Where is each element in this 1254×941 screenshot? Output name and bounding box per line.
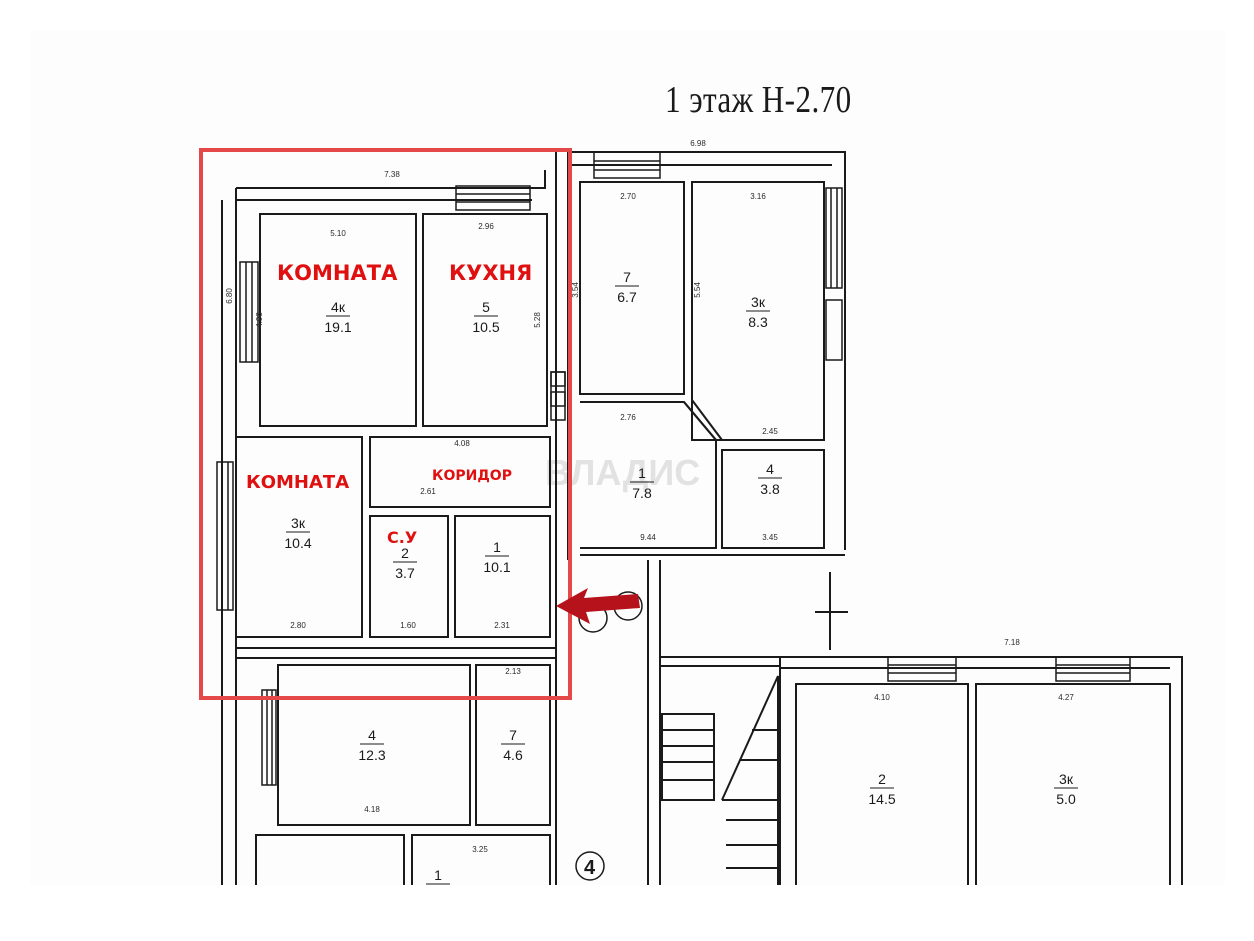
room-label-kitchen: КУХНЯ (449, 261, 532, 285)
walls-lower-right (779, 656, 1183, 885)
room-r2su: 23.7 (393, 545, 417, 581)
dimension-label: 3.54 (571, 282, 580, 298)
stairwell (647, 560, 848, 885)
room-r4k: 4к 19.1 (324, 299, 351, 335)
floor-title: 1 этаж Н-2.70 (665, 79, 852, 121)
room-label-komnata-bottom: КОМНАТА (246, 472, 349, 493)
dimension-label: 3.25 (472, 845, 488, 854)
room-r4b: 43.8 (758, 461, 782, 497)
dimension-label: 4.10 (874, 693, 890, 702)
room-r3kd: 3к5.0 (1054, 771, 1078, 807)
floor-plan-sheet: 1 этаж Н-2.70 ВЛАДИС (30, 30, 1225, 885)
room-number: 4 (766, 461, 774, 477)
room-area: 19.1 (324, 319, 351, 335)
room-number: 2 (401, 545, 409, 561)
room-label-corridor: КОРИДОР (432, 468, 512, 484)
room-area: 6.7 (617, 289, 637, 305)
dimension-label: 4.18 (364, 805, 380, 814)
room-number: 1 (434, 867, 442, 883)
dimension-label: 4.08 (454, 439, 470, 448)
dimension-label: 2.61 (420, 487, 436, 496)
room-area: 14.5 (868, 791, 895, 807)
room-r7c: 74.6 (501, 727, 525, 763)
dimension-label: 7.18 (1004, 638, 1020, 647)
dimension-label: 5.28 (533, 312, 542, 328)
room-r3kb: 3к8.3 (746, 294, 770, 330)
dimension-label: 5.54 (693, 282, 702, 298)
room-number: 3к (1059, 771, 1074, 787)
dimension-label: 7.38 (384, 170, 400, 179)
room-r5: 510.5 (472, 299, 499, 335)
dimension-label: 2.96 (478, 222, 494, 231)
entrance-markers (575, 591, 643, 881)
dimension-label: 6.80 (225, 288, 234, 304)
room-r1b: 17.8 (630, 465, 654, 501)
floor-plan: ВЛАДИС (199, 139, 1183, 885)
room-area: 4.6 (503, 747, 523, 763)
dimension-label: 1.60 (400, 621, 416, 630)
room-number: 4к (331, 299, 346, 315)
room-number: 3к (751, 294, 766, 310)
dimension-label: 2.70 (620, 192, 636, 201)
room-number: 1 (638, 465, 646, 481)
dimension-label: 3.16 (750, 192, 766, 201)
room-area: 3.8 (760, 481, 780, 497)
dimension-label: 2.13 (505, 667, 521, 676)
room-r4c: 412.3 (358, 727, 385, 763)
dimension-label: 5.10 (330, 229, 346, 238)
room-area: 8.3 (748, 314, 768, 330)
room-r1cor: 110.1 (483, 539, 510, 575)
room-label-komnata-top: КОМНАТА (277, 261, 398, 285)
marker-4: 4 (584, 857, 596, 879)
dimension-label: 2.31 (494, 621, 510, 630)
room-r3k: 3к 10.4 (284, 515, 311, 551)
dimension-label: 9.44 (640, 533, 656, 542)
room-area: 10.4 (284, 535, 311, 551)
room-area: 12.3 (358, 747, 385, 763)
room-label-bathroom: С.У (387, 528, 417, 547)
room-number: 2 (878, 771, 886, 787)
room-r7a: 76.7 (615, 269, 639, 305)
room-area: 10.1 (483, 559, 510, 575)
dimension-label: 2.45 (762, 427, 778, 436)
room-area: 7.8 (632, 485, 652, 501)
room-number: 5 (482, 299, 490, 315)
room-number: 7 (509, 727, 517, 743)
dimension-label: 2.76 (620, 413, 636, 422)
room-area: 10.5 (472, 319, 499, 335)
room-area: 5.0 (1056, 791, 1076, 807)
room-number: 7 (623, 269, 631, 285)
room-r2d: 214.5 (868, 771, 895, 807)
dimension-label: 6.98 (690, 139, 706, 148)
dimension-label: 2.80 (290, 621, 306, 630)
dimension-annotations: 7.38 6.98 5.10 2.96 2.70 3.16 4.08 4.98 2.61 2.76… (225, 139, 1074, 854)
dimension-label: 3.45 (762, 533, 778, 542)
room-number: 3к (291, 515, 306, 531)
room-number: 1 (493, 539, 501, 555)
room-r1e: 1 (426, 867, 450, 885)
room-number: 4 (368, 727, 376, 743)
apartment-highlight-frame (199, 148, 572, 700)
room-area: 3.7 (395, 565, 415, 581)
entrance-arrow (556, 588, 640, 624)
walls-right-apartment (568, 151, 846, 556)
dimension-label: 4.98 (255, 312, 264, 328)
dimension-label: 4.27 (1058, 693, 1074, 702)
